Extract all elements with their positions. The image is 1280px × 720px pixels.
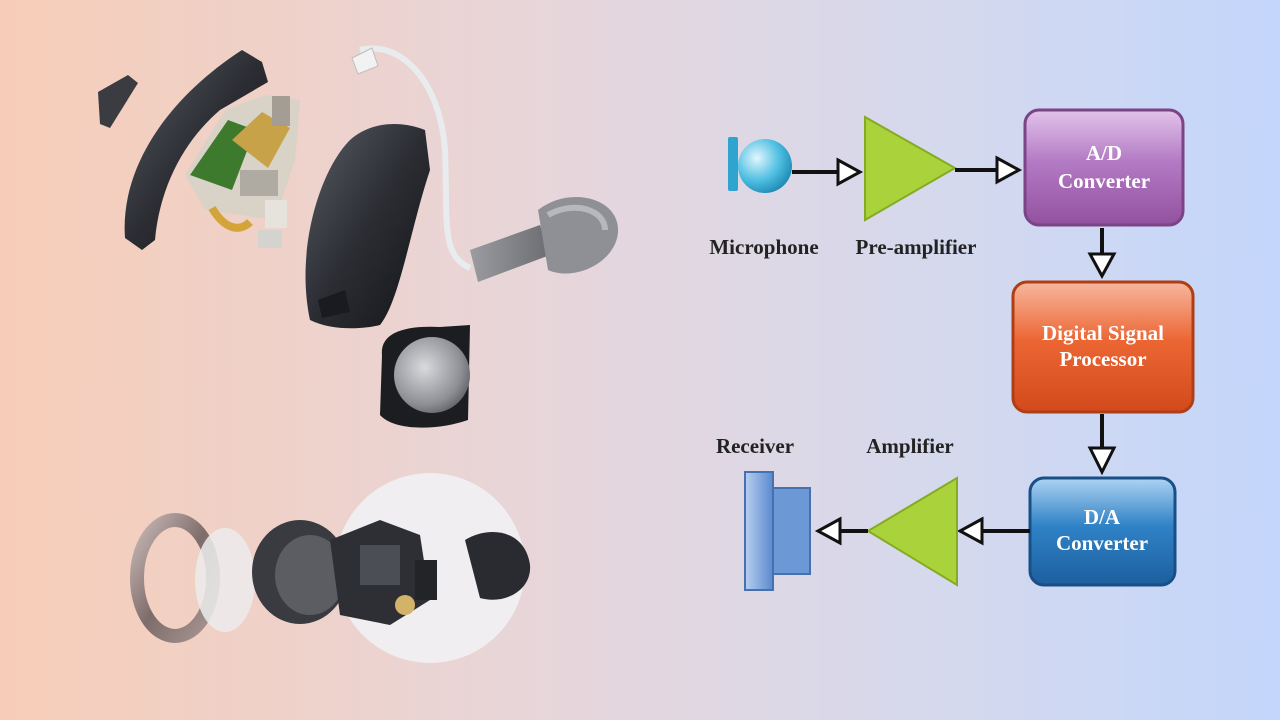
battery-cap-piece xyxy=(98,75,138,128)
arrow-ad-to-dsp xyxy=(1087,228,1117,280)
microphone-label: Microphone xyxy=(709,235,818,259)
ite-hearing-aid-illustration xyxy=(130,473,531,663)
arrow-mic-to-preamp xyxy=(792,157,864,187)
main-body-shell xyxy=(305,124,430,329)
ite-receiver xyxy=(465,532,531,600)
pre-amplifier-triangle xyxy=(864,115,958,222)
dsp-label-line1: Digital Signal xyxy=(1042,321,1164,345)
amplifier-triangle xyxy=(866,476,958,587)
ad-converter-label-line1: A/D xyxy=(1086,141,1122,165)
top-shell-piece xyxy=(124,50,269,250)
pre-amplifier-label: Pre-amplifier xyxy=(856,235,977,259)
receiver-tube xyxy=(470,225,550,282)
sound-tube xyxy=(359,45,472,271)
arrow-da-to-amplifier xyxy=(956,516,1030,546)
battery-cell xyxy=(394,337,470,413)
block-diagram: Microphone Pre-amplifier A/D Converter D… xyxy=(709,108,1195,591)
ad-converter-label-line2: Converter xyxy=(1058,169,1150,193)
da-converter-label-line2: Converter xyxy=(1056,531,1148,555)
arrow-preamp-to-ad xyxy=(955,155,1023,185)
dsp-block xyxy=(1011,280,1195,414)
amplifier-label: Amplifier xyxy=(866,434,953,458)
arrow-dsp-to-da xyxy=(1087,414,1117,476)
bte-hearing-aid-illustration xyxy=(98,45,619,428)
microphone-icon xyxy=(728,137,792,193)
receiver-icon xyxy=(744,471,811,591)
da-converter-label-line1: D/A xyxy=(1084,505,1121,529)
dsp-label-line2: Processor xyxy=(1059,347,1146,371)
ad-converter-block xyxy=(1023,108,1185,227)
receiver-label: Receiver xyxy=(716,434,794,458)
circuit-assembly xyxy=(185,95,300,248)
arrow-amplifier-to-receiver xyxy=(814,516,868,546)
